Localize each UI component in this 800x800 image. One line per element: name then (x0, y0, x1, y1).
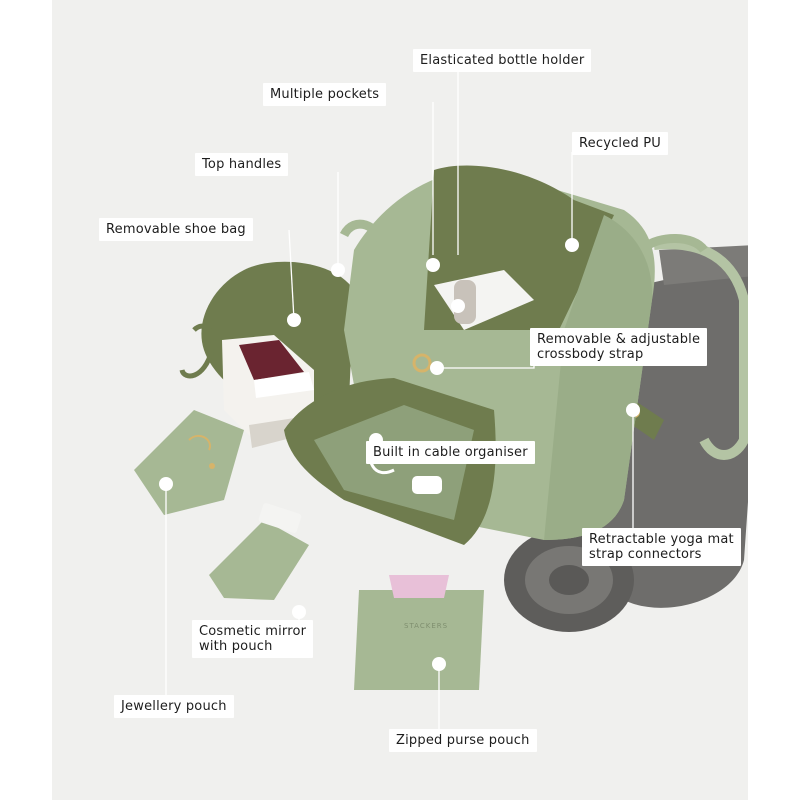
brand-mark: STACKERS (404, 622, 448, 630)
callout-recycled-pu: Recycled PU (572, 132, 668, 155)
callout-text-line1: Cosmetic mirror (199, 624, 307, 639)
banknotes (389, 575, 449, 598)
callout-yoga-mat-connectors: Retractable yoga mat strap connectors (582, 528, 741, 566)
callout-dot-jewellery-pouch (159, 477, 173, 491)
callout-text-line1: Retractable yoga mat (589, 532, 734, 547)
callout-text: Jewellery pouch (121, 699, 227, 714)
callout-text-line2: with pouch (199, 639, 273, 654)
zipped-purse-item: STACKERS (354, 575, 484, 690)
callout-dot-crossbody-strap (430, 361, 444, 375)
callout-text-line2: crossbody strap (537, 347, 644, 362)
water-bottle (454, 280, 476, 324)
callout-zipped-purse-pouch: Zipped purse pouch (389, 729, 537, 752)
product-illustration: STACKERS (134, 70, 748, 739)
callout-dot-elasticated-bottle-holder (426, 258, 440, 272)
callout-text: Elasticated bottle holder (420, 53, 585, 68)
callout-cosmetic-mirror: Cosmetic mirror with pouch (192, 620, 314, 658)
crossbody-strap (653, 239, 748, 460)
callout-dot-removable-shoe-bag (287, 313, 301, 327)
jewellery-pouch-item (134, 410, 244, 515)
callout-text: Removable shoe bag (106, 222, 246, 237)
callout-crossbody-strap: Removable & adjustable crossbody strap (530, 328, 708, 366)
callout-text: Built in cable organiser (373, 445, 528, 460)
strap-ring (412, 353, 432, 373)
callout-text: Recycled PU (579, 136, 661, 151)
callout-dot-recycled-pu (565, 238, 579, 252)
callout-text: Multiple pockets (270, 87, 380, 102)
callout-dot-top-handles (331, 263, 345, 277)
callout-text: Zipped purse pouch (396, 733, 530, 748)
callout-jewellery-pouch: Jewellery pouch (114, 695, 234, 718)
callout-dot-multiple-pockets (451, 299, 465, 313)
callout-dot-zipped-purse (432, 657, 446, 671)
callout-removable-shoe-bag: Removable shoe bag (99, 218, 253, 241)
product-photo-backdrop: STACKERS Elasticated bottle holde (52, 0, 748, 800)
callout-dot-yoga-mat-connectors (626, 403, 640, 417)
callout-text-line2: strap connectors (589, 547, 702, 562)
shoe-bag (179, 261, 354, 448)
top-handle (339, 219, 387, 247)
charger-block (412, 476, 442, 494)
callout-text: Top handles (202, 157, 282, 172)
mirror-card (258, 503, 302, 533)
cosmetic-mirror-item (209, 503, 309, 600)
callout-top-handles: Top handles (195, 153, 289, 176)
callout-text-line1: Removable & adjustable (537, 332, 701, 347)
callout-multiple-pockets: Multiple pockets (263, 83, 387, 106)
callout-dot-cosmetic-mirror (292, 605, 306, 619)
callout-built-in-cable-organiser: Built in cable organiser (366, 441, 535, 464)
callout-elasticated-bottle-holder: Elasticated bottle holder (413, 49, 592, 72)
